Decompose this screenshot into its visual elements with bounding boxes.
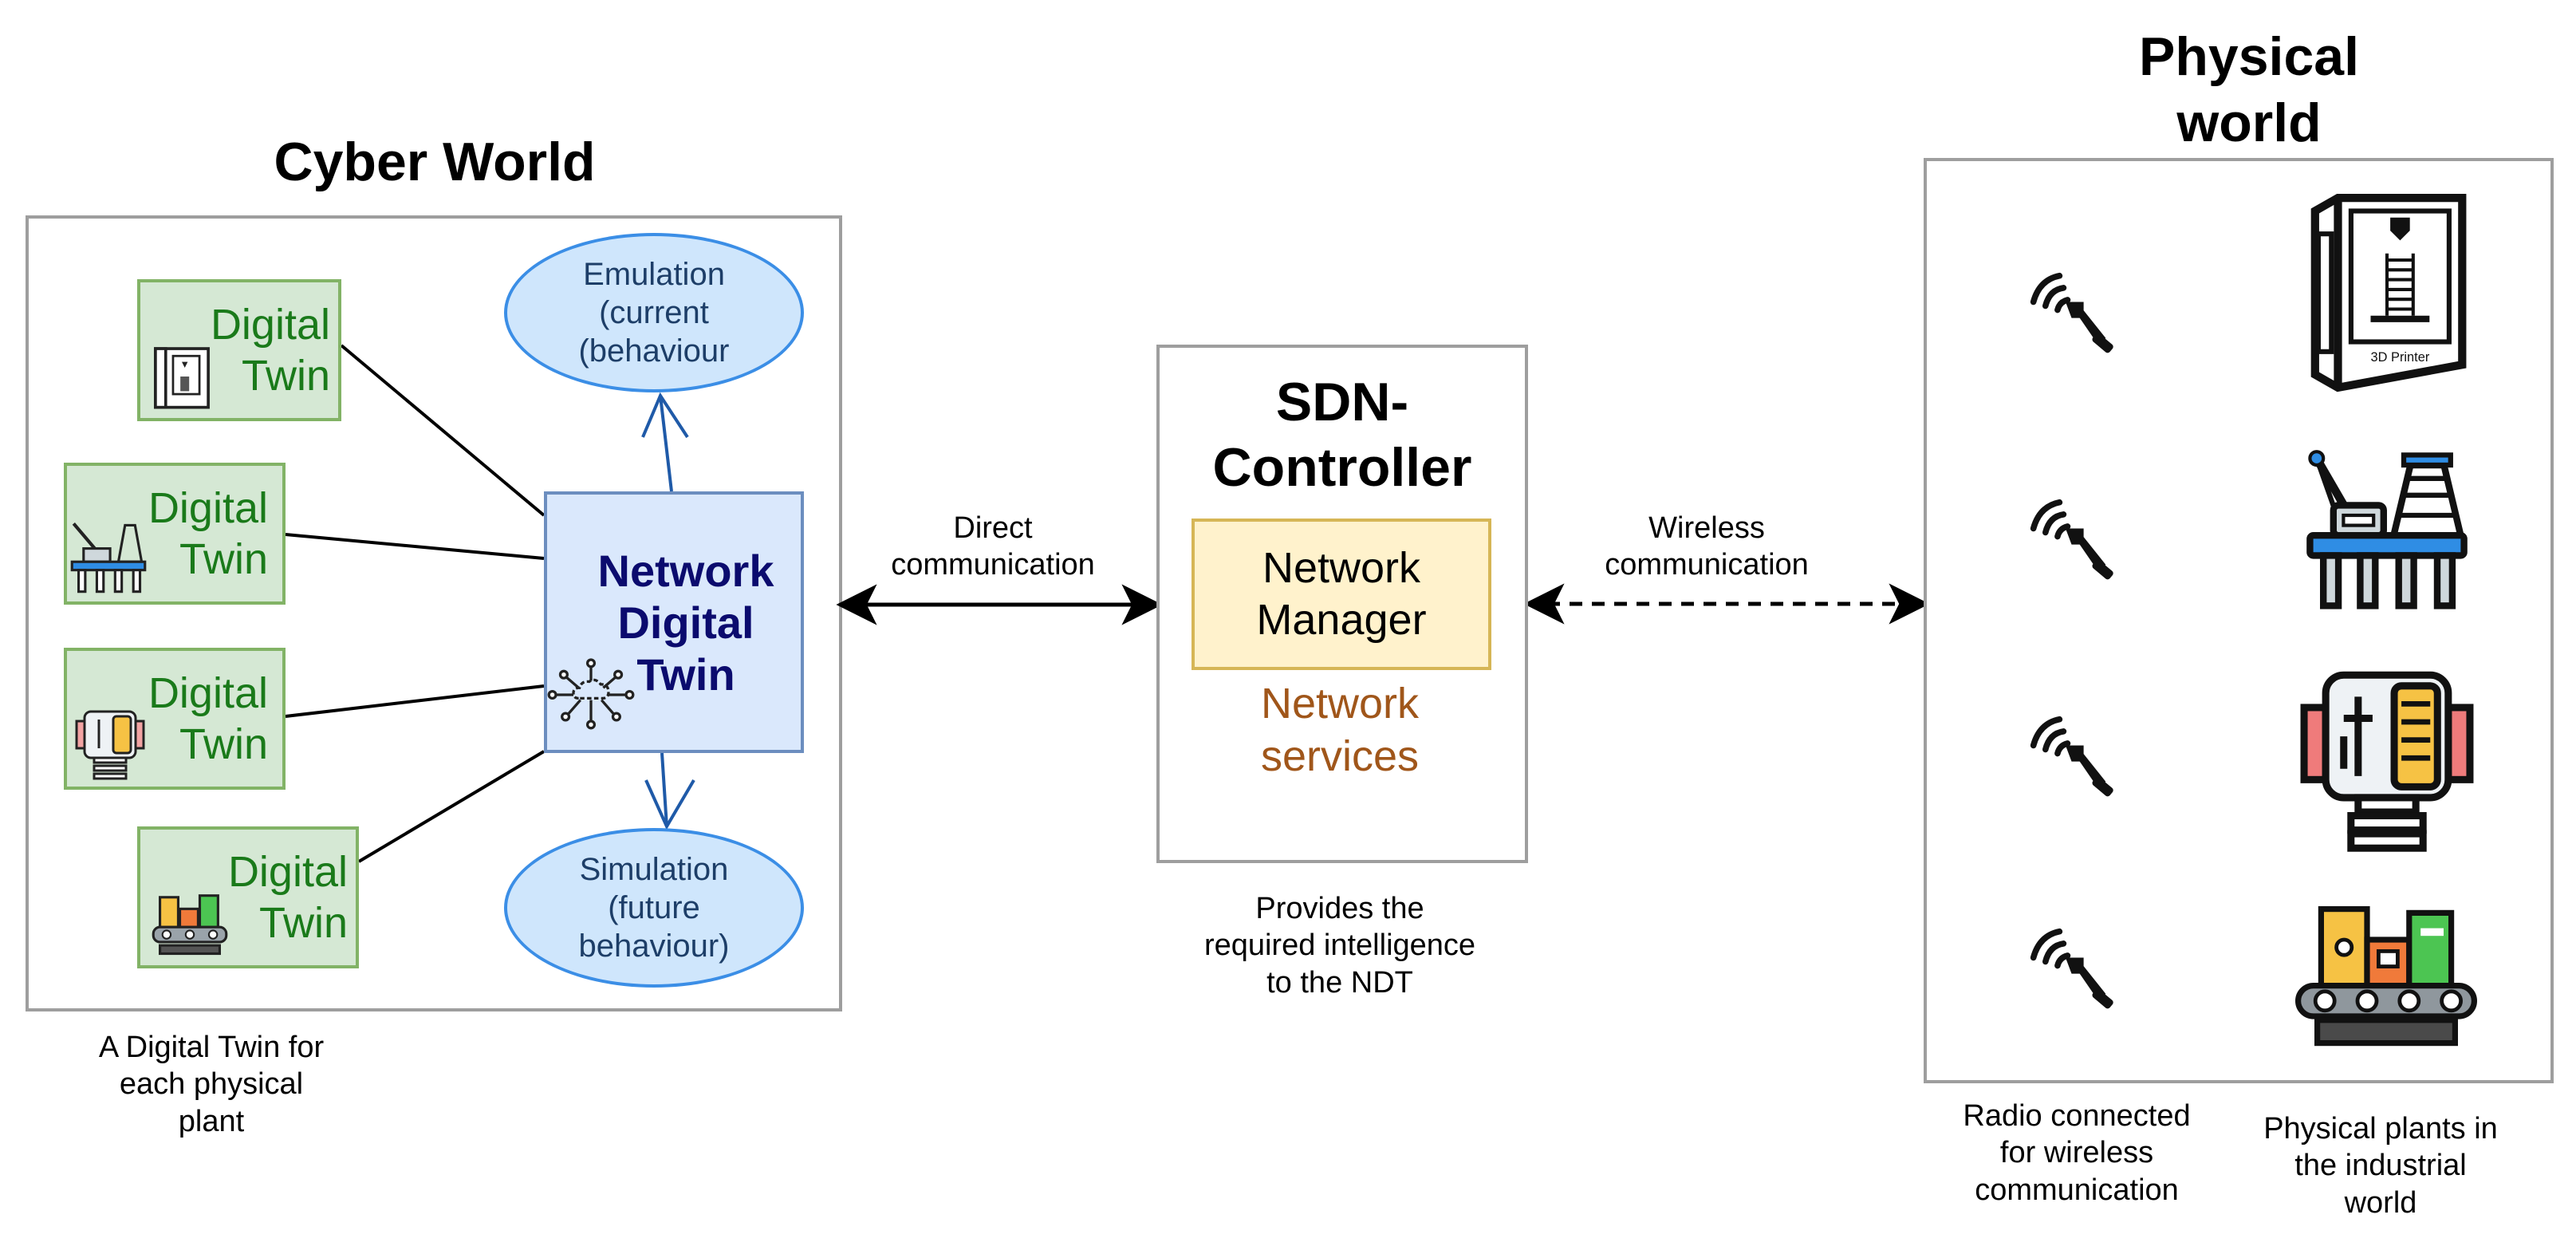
arrow-ndt-to-simulation [660, 752, 668, 827]
3d-printer-icon [154, 347, 210, 409]
wireless-arrow-left-head [1523, 583, 1565, 625]
conveyor-icon [152, 894, 228, 956]
physical-world-title: Physical world [2139, 26, 2359, 153]
wireless-arrow-right-head [1889, 583, 1930, 625]
generator-icon [75, 710, 145, 780]
3d-printer-icon: 3D Printer [2310, 193, 2467, 392]
digital-twin-printer: Digital Twin [137, 279, 341, 421]
arrow-ndt-to-emulation-head [641, 392, 689, 439]
cloud-network-icon [547, 658, 635, 730]
direct-arrow-left-head [836, 584, 877, 625]
oil-rig-icon [2306, 450, 2468, 609]
plants-caption: Physical plants in the industrial world [2263, 1112, 2498, 1220]
radio-antenna-icon [2030, 272, 2113, 353]
digital-twin-label: Digital Twin [210, 301, 330, 400]
3d-printer-text: 3D Printer [2371, 350, 2430, 365]
emulation-ellipse: Emulation (current (behaviour [504, 233, 804, 392]
radio-caption: Radio connected for wireless communicati… [1963, 1099, 2191, 1207]
digital-twin-label: Digital Twin [227, 848, 348, 947]
network-digital-twin-box: Network Digital Twin [544, 491, 804, 753]
cyber-world-title: Cyber World [274, 132, 596, 192]
oil-rig-icon [70, 522, 147, 593]
direct-arrow-right-head [1121, 584, 1163, 625]
direct-communication-label: Direct communication [891, 511, 1095, 582]
digital-twin-conveyor: Digital Twin [137, 826, 359, 968]
radio-antenna-icon [2030, 928, 2113, 1009]
sdn-controller-caption: Provides the required intelligence to th… [1203, 892, 1476, 1000]
network-digital-twin-label: Network Digital Twin [597, 546, 774, 700]
connector-dt1-ndt [340, 344, 546, 517]
conveyor-icon [2295, 906, 2477, 1047]
connector-dt3-ndt [285, 684, 545, 718]
sdn-controller-title: SDN-Controller [1212, 372, 1472, 498]
cyber-world-caption: A Digital Twin for each physical plant [98, 1031, 325, 1138]
network-services-label: Network services [1260, 680, 1420, 780]
digital-twin-generator: Digital Twin [64, 648, 286, 790]
network-manager-box: Network Manager [1191, 519, 1491, 670]
generator-icon [2300, 671, 2474, 852]
simulation-ellipse: Simulation (future behaviour) [504, 828, 804, 988]
radio-antenna-icon [2030, 716, 2113, 797]
connector-dt4-ndt [357, 750, 546, 863]
arrow-ndt-to-emulation [659, 395, 673, 492]
digital-twin-label: Digital Twin [148, 484, 268, 583]
wireless-communication-label: Wireless communication [1605, 511, 1809, 582]
radio-antenna-icon [2030, 499, 2113, 580]
digital-twin-oil-rig: Digital Twin [64, 463, 286, 605]
digital-twin-label: Digital Twin [148, 669, 268, 768]
connector-dt2-ndt [285, 533, 545, 560]
arrow-ndt-to-simulation-head [644, 779, 695, 830]
